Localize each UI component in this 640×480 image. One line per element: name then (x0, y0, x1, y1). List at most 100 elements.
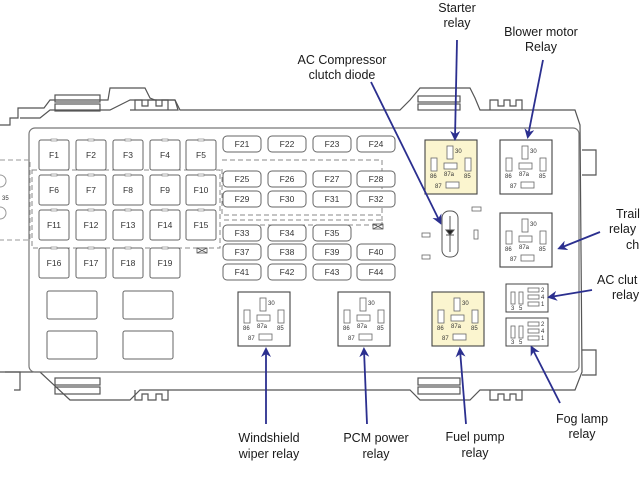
fuse-f30[interactable]: F30 (267, 190, 307, 208)
relay-pin-label: 86 (437, 326, 444, 332)
relay-pin-label: 87a (451, 324, 462, 330)
fuse-f40[interactable]: F40 (356, 243, 396, 261)
fuse-label: F2 (86, 150, 96, 160)
label-wiper-2: wiper relay (238, 447, 300, 461)
fuse-f19[interactable]: F19 (149, 246, 181, 279)
fuse-f32[interactable]: F32 (356, 190, 396, 208)
label-ac-clutch-1: AC clut (597, 273, 638, 287)
fuse-label: F28 (369, 174, 384, 184)
fuse-label: F7 (86, 185, 96, 195)
label-trailer-3: ch (626, 238, 639, 252)
mini-relay-pin-label: 1 (541, 336, 545, 342)
fuse-f10[interactable]: F10 (185, 173, 217, 206)
fuse-label: F8 (123, 185, 133, 195)
label-pcm-1: PCM power (343, 431, 408, 445)
fuse-f1[interactable]: F1 (38, 138, 70, 171)
fuse-f21[interactable]: F21 (222, 135, 262, 153)
fuse-f6[interactable]: F6 (38, 173, 70, 206)
fuse-f14[interactable]: F14 (149, 208, 181, 241)
fuse-f8[interactable]: F8 (112, 173, 144, 206)
fuse-f13[interactable]: F13 (112, 208, 144, 241)
fuse-label: F42 (280, 267, 295, 277)
relay-pin-label: 86 (430, 174, 437, 180)
fuse-f17[interactable]: F17 (75, 246, 107, 279)
fuse-label: F24 (369, 139, 384, 149)
fuse-f5[interactable]: F5 (185, 138, 217, 171)
bus-marker-icon (196, 223, 384, 254)
fuse-f22[interactable]: F22 (267, 135, 307, 153)
fuse-label: F13 (121, 220, 136, 230)
fuse-f24[interactable]: F24 (356, 135, 396, 153)
relay-pin-label: 30 (462, 301, 469, 307)
spare-cavity (122, 330, 174, 360)
relay-pin-label: 85 (471, 326, 478, 332)
arrow-ac-clutch (547, 289, 593, 301)
fuse-label: F44 (369, 267, 384, 277)
mini-relay-pin-label: 4 (541, 329, 545, 335)
fuse-f29[interactable]: F29 (222, 190, 262, 208)
relay-pin-label: 86 (343, 326, 350, 332)
label-starter-1: Starter (438, 1, 476, 15)
fuse-label: F40 (369, 247, 384, 257)
fuse-f44[interactable]: F44 (356, 263, 396, 281)
fuse-f16[interactable]: F16 (38, 246, 70, 279)
fuse-f11[interactable]: F11 (38, 208, 70, 241)
fuse-f3[interactable]: F3 (112, 138, 144, 171)
fuse-label: F32 (369, 194, 384, 204)
ac-compressor-clutch-diode[interactable] (441, 210, 459, 258)
fuse-label: F15 (194, 220, 209, 230)
arrow-blower (524, 59, 544, 139)
mini-relay-pin-label: 2 (541, 322, 545, 328)
relay-pin-label: 87a (257, 324, 268, 330)
fuse-f4[interactable]: F4 (149, 138, 181, 171)
callout-labels: Starter relay Blower motor Relay AC Comp… (238, 1, 640, 461)
fuse-f41[interactable]: F41 (222, 263, 262, 281)
relay-pin-label: 86 (505, 247, 512, 253)
fuse-f7[interactable]: F7 (75, 173, 107, 206)
fuse-label: F14 (158, 220, 173, 230)
fuse-f28[interactable]: F28 (356, 170, 396, 188)
fuse-f38[interactable]: F38 (267, 243, 307, 261)
fuse-f15[interactable]: F15 (185, 208, 217, 241)
relay-pin-label: 86 (505, 174, 512, 180)
fuse-f37[interactable]: F37 (222, 243, 262, 261)
fuse-label: F1 (49, 150, 59, 160)
relay-pin-label: 85 (539, 247, 546, 253)
fuse-label: F25 (235, 174, 250, 184)
fuse-f34[interactable]: F34 (267, 224, 307, 242)
relay-pin-label: 30 (530, 222, 537, 228)
relay-pin-label: 87a (519, 245, 530, 251)
fuse-f25[interactable]: F25 (222, 170, 262, 188)
fuse-f12[interactable]: F12 (75, 208, 107, 241)
arrow-ac-diode (370, 81, 442, 225)
fuse-f26[interactable]: F26 (267, 170, 307, 188)
fuse-f33[interactable]: F33 (222, 224, 262, 242)
fuse-f31[interactable]: F31 (312, 190, 352, 208)
mini-relay-pin-label: 3 (511, 306, 515, 312)
fuse-f42[interactable]: F42 (267, 263, 307, 281)
fuse-f23[interactable]: F23 (312, 135, 352, 153)
label-blower-2: Relay (525, 40, 558, 54)
fuse-label: F43 (325, 267, 340, 277)
fuse-f18[interactable]: F18 (112, 246, 144, 279)
fuse-f2[interactable]: F2 (75, 138, 107, 171)
mini-relay-pin-label: 5 (519, 340, 523, 346)
relay-pin-label: 87 (510, 184, 517, 190)
fuse-label: F19 (158, 258, 173, 268)
fuse-f43[interactable]: F43 (312, 263, 352, 281)
fuse-f39[interactable]: F39 (312, 243, 352, 261)
fuse-f35[interactable]: F35 (312, 224, 352, 242)
fuse-f27[interactable]: F27 (312, 170, 352, 188)
fuse-f9[interactable]: F9 (149, 173, 181, 206)
fuse-label: F21 (235, 139, 250, 149)
